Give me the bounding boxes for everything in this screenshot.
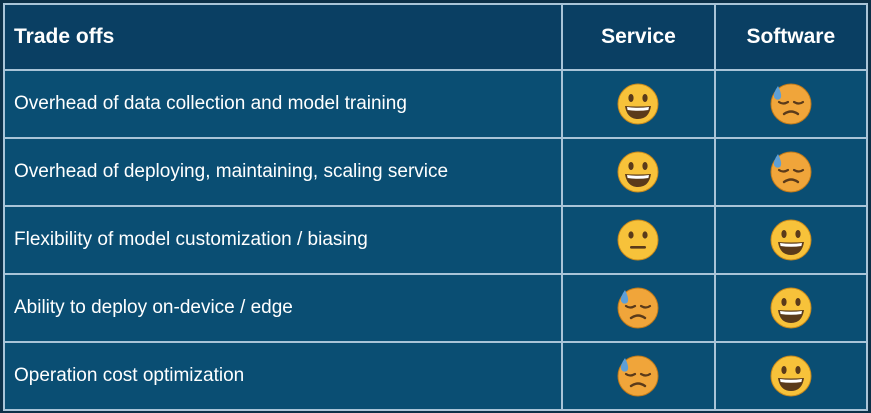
row-label: Operation cost optimization	[2, 341, 564, 411]
trade-offs-table-container: Trade offs Service Software Overhead of …	[2, 3, 869, 411]
service-cell	[561, 273, 716, 343]
downcast-sweat-face-icon	[616, 286, 660, 330]
downcast-sweat-face-icon	[769, 82, 813, 126]
grinning-face-icon	[616, 82, 660, 126]
software-cell	[713, 69, 869, 139]
software-cell	[713, 341, 869, 411]
downcast-sweat-face-icon	[616, 354, 660, 398]
row-label: Ability to deploy on-device / edge	[2, 273, 564, 343]
row-label: Overhead of data collection and model tr…	[2, 69, 564, 139]
software-cell	[713, 273, 869, 343]
service-cell	[561, 341, 716, 411]
row-label: Overhead of deploying, maintaining, scal…	[2, 137, 564, 207]
header-service: Service	[561, 3, 716, 71]
service-cell	[561, 205, 716, 275]
software-cell	[713, 205, 869, 275]
table-row: Ability to deploy on-device / edge	[2, 273, 869, 343]
grinning-face-icon	[769, 218, 813, 262]
grinning-face-icon	[616, 150, 660, 194]
grinning-face-icon	[769, 286, 813, 330]
table-row: Operation cost optimization	[2, 341, 869, 411]
table-row: Flexibility of model customization / bia…	[2, 205, 869, 275]
header-software: Software	[713, 3, 869, 71]
row-label: Flexibility of model customization / bia…	[2, 205, 564, 275]
software-cell	[713, 137, 869, 207]
grinning-face-icon	[769, 354, 813, 398]
header-trade-offs: Trade offs	[2, 3, 564, 71]
service-cell	[561, 69, 716, 139]
trade-offs-table: Trade offs Service Software Overhead of …	[2, 3, 869, 411]
header-row: Trade offs Service Software	[2, 3, 869, 71]
table-row: Overhead of data collection and model tr…	[2, 69, 869, 139]
table-row: Overhead of deploying, maintaining, scal…	[2, 137, 869, 207]
service-cell	[561, 137, 716, 207]
neutral-face-icon	[616, 218, 660, 262]
downcast-sweat-face-icon	[769, 150, 813, 194]
